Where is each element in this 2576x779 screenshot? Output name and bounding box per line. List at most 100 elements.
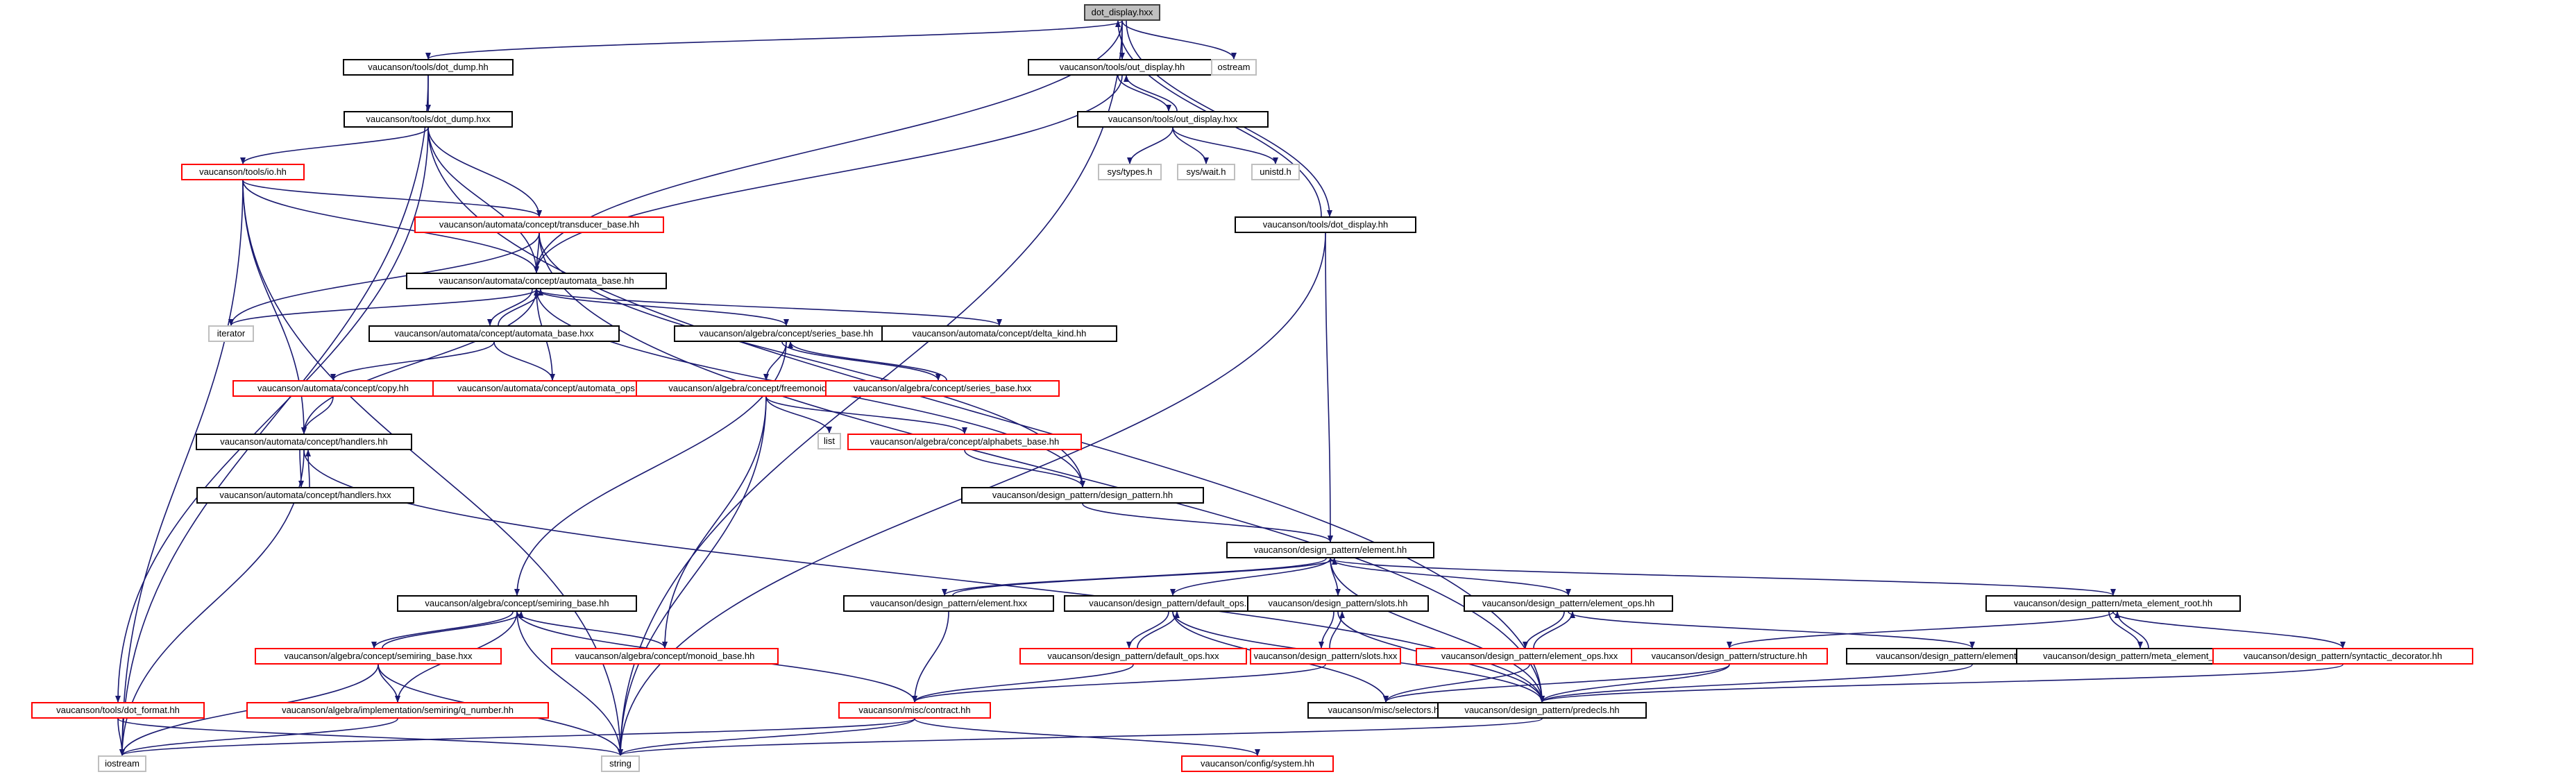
edge-transducer-base-hh-to-predecls-hh xyxy=(539,232,1545,703)
edge-out-display-hh-to-automata-base-hh xyxy=(534,75,1123,273)
edge-structure-hh-to-predecls-hh xyxy=(1539,664,1730,703)
edge-contract-hh-to-iostream xyxy=(119,718,915,756)
node-transducer-base-hh[interactable]: vaucanson/automata/concept/transducer_ba… xyxy=(414,216,664,233)
node-series-base-hxx[interactable]: vaucanson/algebra/concept/series_base.hx… xyxy=(825,380,1060,397)
node-contract-hh[interactable]: vaucanson/misc/contract.hh xyxy=(838,702,991,719)
node-alphabets-base-hh[interactable]: vaucanson/algebra/concept/alphabets_base… xyxy=(847,434,1082,450)
node-dot-display-hh[interactable]: vaucanson/tools/dot_display.hh xyxy=(1235,216,1416,233)
edge-contract-hh-to-string xyxy=(618,718,915,756)
node-sys-wait-h[interactable]: sys/wait.h xyxy=(1177,164,1235,180)
node-iostream[interactable]: iostream xyxy=(98,755,146,772)
edge-default-ops-hh-to-default-ops-hxx xyxy=(1126,611,1169,649)
edge-dot-format-hh-to-string xyxy=(117,718,623,756)
node-default-ops-hh[interactable]: vaucanson/design_pattern/default_ops.hh xyxy=(1064,595,1282,612)
node-dot-dump-hxx[interactable]: vaucanson/tools/dot_dump.hxx xyxy=(344,111,513,128)
node-list[interactable]: list xyxy=(817,433,841,450)
edge-io-hh-to-transducer-base-hh xyxy=(242,180,542,217)
node-series-base-hh[interactable]: vaucanson/algebra/concept/series_base.hh xyxy=(674,325,899,342)
edge-handlers-hxx-to-handlers-hh xyxy=(305,450,312,488)
edge-semiring-base-hh-to-semiring-base-hxx xyxy=(371,611,514,649)
node-element-ops-hh[interactable]: vaucanson/design_pattern/element_ops.hh xyxy=(1464,595,1673,612)
node-semiring-base-hxx[interactable]: vaucanson/algebra/concept/semiring_base.… xyxy=(255,648,502,665)
edge-dot-display-hxx-to-ostream xyxy=(1121,20,1237,60)
node-out-display-hh[interactable]: vaucanson/tools/out_display.hh xyxy=(1028,59,1217,76)
edge-dot-display-hxx-to-dot-dump-hh xyxy=(425,20,1123,60)
node-string[interactable]: string xyxy=(601,755,640,772)
node-system-hh[interactable]: vaucanson/config/system.hh xyxy=(1181,755,1334,772)
node-syntactic-decorator-hh[interactable]: vaucanson/design_pattern/syntactic_decor… xyxy=(2212,648,2473,665)
edge-out-display-hxx-to-sys-wait-h xyxy=(1172,127,1209,164)
edge-element-hxx-to-element-hh xyxy=(952,558,1337,596)
edge-io-hh-to-string xyxy=(242,180,623,756)
edge-syntactic-decorator-hh-to-predecls-hh xyxy=(1539,664,2344,703)
edge-copy-hh-to-handlers-hh xyxy=(301,396,334,434)
node-default-ops-hxx[interactable]: vaucanson/design_pattern/default_ops.hxx xyxy=(1019,648,1247,665)
edge-series-base-hh-to-series-base-hxx xyxy=(781,341,941,381)
edge-automata-base-hh-to-series-base-hh xyxy=(536,289,789,326)
edge-q-number-hh-to-iostream xyxy=(119,718,398,756)
node-automata-ops-hh[interactable]: vaucanson/automata/concept/automata_ops.… xyxy=(432,380,672,397)
edge-default-ops-hxx-to-default-ops-hh xyxy=(1137,611,1180,649)
node-dot-format-hh[interactable]: vaucanson/tools/dot_format.hh xyxy=(31,702,205,719)
node-design-pattern-hh[interactable]: vaucanson/design_pattern/design_pattern.… xyxy=(961,487,1204,504)
node-meta-element-root-hh[interactable]: vaucanson/design_pattern/meta_element_ro… xyxy=(1985,595,2241,612)
edge-dot-dump-hxx-to-dot-format-hh xyxy=(115,127,429,703)
edge-dot-dump-hxx-to-transducer-base-hh xyxy=(427,127,542,217)
edge-semiring-base-hxx-to-semiring-base-hh xyxy=(382,611,524,649)
node-semiring-base-hh[interactable]: vaucanson/algebra/concept/semiring_base.… xyxy=(397,595,637,612)
node-io-hh[interactable]: vaucanson/tools/io.hh xyxy=(181,164,305,180)
node-handlers-hh[interactable]: vaucanson/automata/concept/handlers.hh xyxy=(196,434,412,450)
edge-element-ops-hh-to-element-ops-hxx xyxy=(1523,611,1565,649)
edge-element-ops-hh-to-element-op-traits-hh xyxy=(1568,611,1975,649)
node-automata-base-hh[interactable]: vaucanson/automata/concept/automata_base… xyxy=(406,273,667,289)
edge-meta-element-root-hh-to-meta-element-root-hxx xyxy=(2108,611,2143,649)
node-automata-base-hxx[interactable]: vaucanson/automata/concept/automata_base… xyxy=(368,325,620,342)
node-dot-dump-hh[interactable]: vaucanson/tools/dot_dump.hh xyxy=(343,59,514,76)
edge-predecls-hh-to-string xyxy=(618,718,1543,756)
node-slots-hh[interactable]: vaucanson/design_pattern/slots.hh xyxy=(1247,595,1429,612)
edge-series-base-hxx-to-series-base-hh xyxy=(788,341,947,381)
node-dot-display-hxx[interactable]: dot_display.hxx xyxy=(1084,4,1160,21)
edge-element-ops-hxx-to-selectors-hh xyxy=(1383,664,1530,703)
node-element-hxx[interactable]: vaucanson/design_pattern/element.hxx xyxy=(843,595,1054,612)
edge-dot-format-hh-to-iostream xyxy=(117,718,125,756)
edge-automata-base-hxx-to-copy-hh xyxy=(330,341,495,381)
node-copy-hh[interactable]: vaucanson/automata/concept/copy.hh xyxy=(232,380,434,397)
edge-design-pattern-hh-to-element-hh xyxy=(1082,503,1333,542)
node-sys-types-h[interactable]: sys/types.h xyxy=(1098,164,1162,180)
node-slots-hxx[interactable]: vaucanson/design_pattern/slots.hxx xyxy=(1250,648,1401,665)
edge-element-ops-hxx-to-element-ops-hh xyxy=(1533,611,1575,649)
edge-slots-hxx-to-contract-hh xyxy=(912,664,1326,703)
edge-freemonoid-base-hh-to-string xyxy=(618,396,767,756)
edge-default-ops-hxx-to-contract-hh xyxy=(912,664,1134,703)
edge-meta-element-root-hh-to-syntactic-decorator-hh xyxy=(2112,611,2346,649)
node-structure-hh[interactable]: vaucanson/design_pattern/structure.hh xyxy=(1631,648,1828,665)
node-element-ops-hxx[interactable]: vaucanson/design_pattern/element_ops.hxx xyxy=(1416,648,1643,665)
edge-element-hh-to-element-ops-hh xyxy=(1330,558,1571,596)
node-iterator[interactable]: iterator xyxy=(208,325,254,342)
node-out-display-hxx[interactable]: vaucanson/tools/out_display.hxx xyxy=(1077,111,1269,128)
node-element-hh[interactable]: vaucanson/design_pattern/element.hh xyxy=(1226,542,1434,558)
edge-element-hh-to-meta-element-root-hh xyxy=(1330,558,2116,596)
node-q-number-hh[interactable]: vaucanson/algebra/implementation/semirin… xyxy=(246,702,549,719)
edge-element-hxx-to-contract-hh xyxy=(912,611,949,703)
node-delta-kind-hh[interactable]: vaucanson/automata/concept/delta_kind.hh xyxy=(881,325,1117,342)
edge-slots-hxx-to-slots-hh xyxy=(1329,611,1345,649)
edge-freemonoid-base-hh-to-alphabets-base-hh xyxy=(765,396,967,434)
edge-out-display-hxx-to-unistd-h xyxy=(1172,127,1278,164)
edge-element-hh-to-predecls-hh xyxy=(1330,558,1545,703)
node-monoid-base-hh[interactable]: vaucanson/algebra/concept/monoid_base.hh xyxy=(551,648,779,665)
node-predecls-hh[interactable]: vaucanson/design_pattern/predecls.hh xyxy=(1437,702,1647,719)
edge-dot-dump-hxx-to-predecls-hh xyxy=(427,127,1545,703)
edge-dot-dump-hh-to-iostream xyxy=(119,75,429,756)
edge-automata-base-hh-to-delta-kind-hh xyxy=(536,289,1002,326)
edge-automata-base-hxx-to-automata-ops-hh xyxy=(493,341,555,381)
node-handlers-hxx[interactable]: vaucanson/automata/concept/handlers.hxx xyxy=(196,487,414,504)
edge-dot-display-hh-to-element-hh xyxy=(1325,232,1333,542)
node-ostream[interactable]: ostream xyxy=(1211,59,1257,76)
node-unistd-h[interactable]: unistd.h xyxy=(1251,164,1300,180)
edge-dot-dump-hxx-to-automata-base-hh xyxy=(427,127,539,273)
edge-freemonoid-base-hh-to-monoid-base-hh xyxy=(662,396,767,649)
edge-dot-dump-hxx-to-io-hh xyxy=(240,127,429,164)
